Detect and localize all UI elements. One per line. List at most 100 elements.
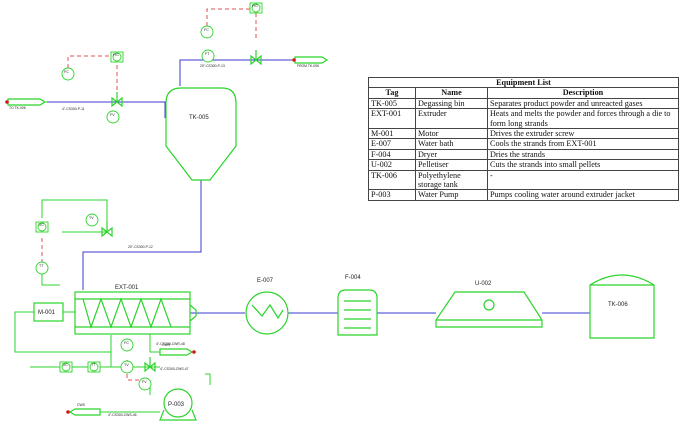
p003-label: P-003 [168,402,185,408]
signal-lines [41,8,257,381]
instrument-fc-p13: FC [200,25,214,39]
svg-text:FC: FC [124,341,129,345]
cell-tag: E-007 [368,138,416,150]
line-p11 [20,101,166,118]
water-bath-e007: E-007 [245,278,289,335]
table-row: M-001 Motor Drives the extruder screw [368,128,679,140]
instrument-tic-p12: TIC [35,221,49,233]
from-tk006-label: FROM TK-006 [297,64,319,68]
tk006-label: TK-006 [608,302,628,308]
line-numbers: 4"-CS300-P-11 20"-CS300-P-13 20"-CS300-P… [62,64,225,417]
cell-description: - [487,169,679,191]
svg-text:FV: FV [110,113,115,117]
table-row: EXT-001 Extruder Heats and melts the pow… [368,108,679,130]
line-cw-return [14,330,111,353]
offpage-connectors: TO TK-006 FROM TK-006 CWR CWS [5,56,329,416]
cell-tag: M-001 [368,128,416,140]
cell-description: Dries the strands [487,148,679,161]
cell-name: Pelletiser [415,159,488,171]
line-cws46-label: 4"-CS300-CWS-46 [108,413,137,417]
cell-description: Cuts the strands into small pellets [487,159,679,171]
line-cwr48-label: 4"-CS300-CWR-48 [156,342,185,346]
instrument-fic-p11: FIC [110,51,124,63]
cell-tag: TK-006 [368,169,416,191]
cell-description: Cools the strands from EXT-001 [487,138,679,150]
header-tag: Tag [368,87,416,99]
table-row: F-004 Dryer Dries the strands [368,148,679,161]
f004-label: F-004 [345,275,361,281]
cws-label: CWS [77,403,86,407]
svg-text:TIC: TIC [62,363,68,367]
cell-tag: P-003 [368,189,416,201]
loop-p12-c [41,272,60,286]
cell-tag: EXT-001 [368,108,416,130]
line-cws47-label: 4"-CS300-CWS-47 [160,367,189,371]
instrument-tv-p12: TV [85,213,99,227]
valves [101,50,262,373]
svg-text:FC: FC [204,28,209,32]
instrument-tic-cw: TIC [59,361,73,373]
cell-description: Pumps cooling water around extruder jack… [487,189,679,201]
table-row: U-002 Pelletiser Cuts the strands into s… [368,159,679,171]
valve-p13 [250,50,262,66]
signal-p13-loop [206,8,257,41]
svg-text:TT: TT [39,264,44,268]
instrument-fv-p11: FV [106,110,120,124]
cell-description: Heats and melts the powder and forces th… [487,108,679,130]
header-description: Description [487,87,679,99]
cell-name: Dryer [415,148,488,161]
cell-name: Motor [415,128,488,140]
extruder-screw-icon [82,297,172,329]
cell-tag: F-004 [368,148,416,161]
pump-p003: P-003 [159,388,197,421]
line-p13 [179,59,292,86]
m001-label: M-001 [38,310,56,316]
e007-label: E-007 [257,278,274,284]
svg-text:TIC: TIC [38,223,44,227]
cell-name: Degassing bin [415,97,488,110]
connector-from-tk006: FROM TK-006 [292,56,329,68]
motor-m001: M-001 [33,302,64,322]
instrument-fc-p11: FC [61,67,75,81]
instrument-tt-p12: TT [35,261,49,275]
cell-name: Water Pump [415,189,488,201]
cell-tag: TK-005 [368,97,416,110]
ext001-label: EXT-001 [115,285,139,291]
table-row: E-007 Water bath Cools the strands from … [368,138,679,150]
svg-text:TV: TV [89,216,94,220]
table-row: TK-005 Degassing bin Separates product p… [368,97,679,110]
cell-name: Extruder [415,108,488,130]
u002-label: U-002 [475,281,492,287]
line-cwr [149,330,160,353]
instrument-tt-cw: TT [87,361,101,373]
extruder-ext001: EXT-001 [74,285,197,335]
cell-tag: U-002 [368,159,416,171]
svg-text:FC: FC [64,70,69,74]
tank-tk006: TK-006 [589,274,655,339]
valve-p12 [101,222,113,238]
instrument-fc-cw: FC [120,338,134,352]
connector-cws: CWS [66,403,101,416]
cell-name: Polyethylene storage tank [415,169,488,191]
signal-p11-loop [67,55,118,90]
instrument-fv-cw: FV [138,377,152,391]
cell-description: Drives the extruder screw [487,128,679,140]
line-p12-label: 20"-CS300-P-12 [128,245,153,249]
line-cws47-end [205,373,211,385]
instruments: FC FIC FV FIC FC FT TIC [35,2,263,391]
table-row: TK-006 Polyethylene storage tank - [368,169,679,191]
loop-p12-b [41,199,108,228]
svg-text:FT: FT [205,52,210,56]
instrument-tv-cw: TV [120,360,134,374]
equipment-list-title: Equipment List [368,76,679,89]
header-name: Name [415,87,488,99]
svg-text:TV: TV [124,363,129,367]
instrument-fic-p13: FIC [249,2,263,14]
line-p13-label: 20"-CS300-P-13 [200,64,225,68]
valve-p11 [111,92,123,108]
instrument-ft-p13: FT [201,49,215,63]
valve-cws [144,357,156,373]
line-p12 [82,180,202,290]
svg-text:FV: FV [142,380,147,384]
